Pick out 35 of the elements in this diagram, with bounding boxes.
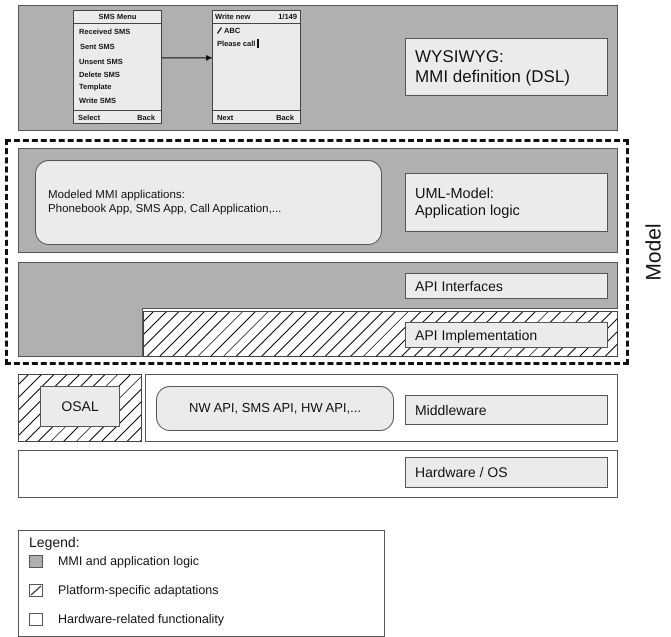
- layer-label-box: [405, 273, 608, 299]
- legend-title: Legend:: [29, 534, 80, 550]
- box-text: API Implementation: [415, 326, 538, 344]
- box-text: Middleware: [415, 402, 488, 418]
- hatched-area: [143, 311, 618, 357]
- application-box: [35, 160, 382, 245]
- box-text: Modeled MMI applications:: [48, 189, 186, 202]
- layer-label-box: [405, 38, 608, 96]
- component-box: [156, 386, 394, 431]
- box-text: WYSIWYG:: [415, 47, 505, 67]
- phone-screen: [212, 10, 301, 124]
- legend-label: Hardware-related functionality: [58, 612, 224, 626]
- component-box: [40, 386, 120, 427]
- box-text: MMI definition (DSL): [415, 67, 571, 87]
- layer-band: [145, 374, 618, 442]
- box-text: Phonebook App, SMS App, Call Application,...: [48, 202, 282, 216]
- layer-band: [18, 5, 618, 131]
- layer-band: [18, 450, 618, 498]
- hatched-area: [18, 374, 142, 442]
- box-text: UML-Model:: [415, 186, 495, 202]
- box-text: NW API, SMS API, HW API,...: [189, 401, 361, 416]
- layer-label-box: [405, 173, 608, 232]
- arrow: [162, 54, 212, 61]
- layer-label-box: [405, 322, 608, 348]
- legend-label: Platform-specific adaptations: [58, 583, 218, 597]
- box-text: Hardware / OS: [415, 464, 509, 481]
- box-text: OSAL: [61, 398, 99, 415]
- layer-label-box: [405, 395, 608, 425]
- legend-label: MMI and application logic: [58, 554, 200, 568]
- box-text: API Interfaces: [415, 278, 504, 294]
- layer-band: [18, 148, 618, 253]
- box-text: Application logic: [415, 202, 521, 220]
- phone-screen: [73, 10, 162, 124]
- vertical-heading: Model: [642, 223, 666, 281]
- layer-label-box: [405, 457, 608, 488]
